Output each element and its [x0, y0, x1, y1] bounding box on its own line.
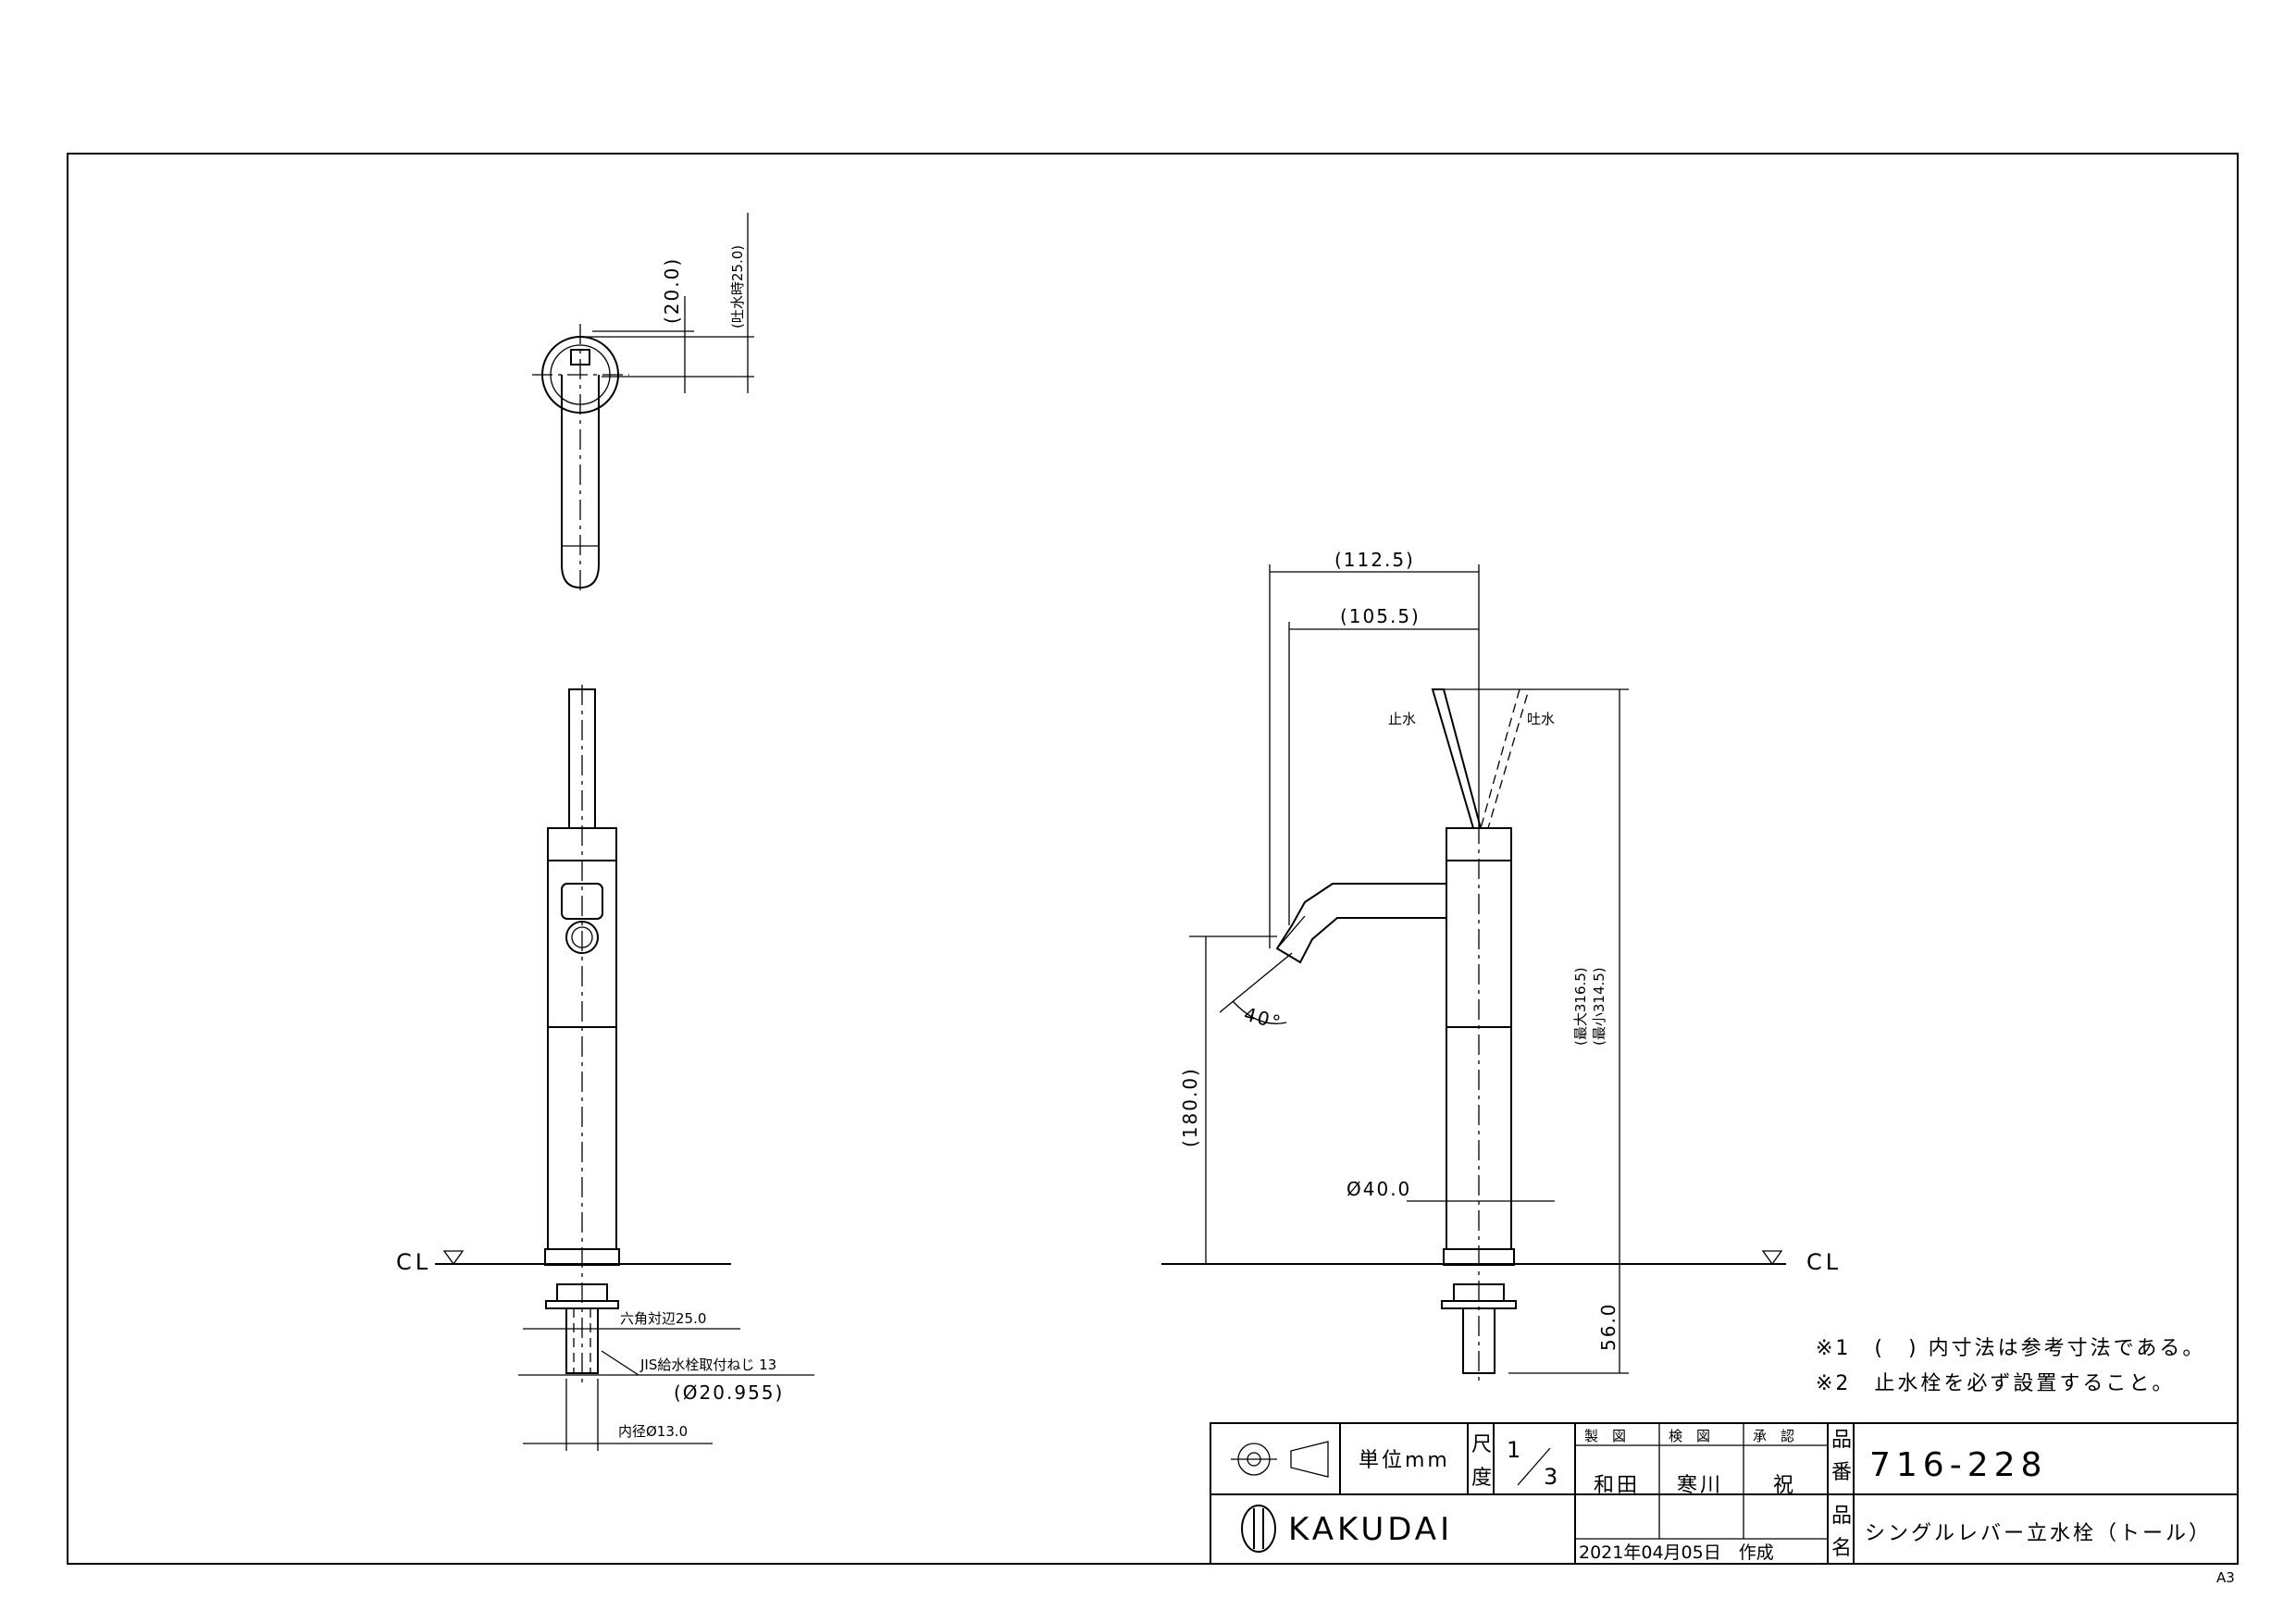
- side-cl-label: CL: [1806, 1249, 1842, 1275]
- side-view: CL (112.5) (105.5) 止水 吐水 40° (最大316.5) (…: [1161, 549, 1842, 1383]
- scale-denominator: 3: [1544, 1464, 1561, 1490]
- top-dim-25-label: (吐水時25.0): [729, 245, 746, 328]
- part-name: シングルレバー立水栓（トール）: [1865, 1522, 2212, 1545]
- front-hex-label: 六角対辺25.0: [620, 1310, 706, 1327]
- side-spout: [1275, 883, 1446, 964]
- front-view: CL 六角対辺25.0 JIS給水栓取付ねじ 13 (Ø20.955) 内径Ø1…: [396, 685, 814, 1451]
- front-spout-outlet: [561, 883, 603, 920]
- side-lever-open: [1480, 688, 1530, 829]
- projection-symbol-cone: [1290, 1441, 1329, 1478]
- checked-label: 検 図: [1669, 1428, 1710, 1444]
- side-stop-label: 止水: [1388, 711, 1416, 727]
- front-cl-marker: [442, 1250, 465, 1266]
- side-spout-tip: [1276, 915, 1306, 949]
- date-created: 2021年04月05日 作成: [1579, 1542, 1774, 1563]
- top-dim-20-label: (20.0): [661, 257, 683, 324]
- unit-label: 単位mm: [1359, 1449, 1450, 1472]
- side-angle-label: 40°: [1242, 1003, 1285, 1035]
- part-name-label-2: 名: [1831, 1537, 1855, 1560]
- side-spout-height-label: (180.0): [1179, 1067, 1201, 1147]
- approved-by: 祝: [1773, 1474, 1796, 1497]
- front-thread-label: JIS給水栓取付ねじ 13: [639, 1357, 776, 1373]
- note-2: ※2 止水栓を必ず設置すること。: [1816, 1372, 2175, 1395]
- front-thread-leader: [601, 1350, 639, 1376]
- sheet-size-label: A3: [2216, 1569, 2235, 1586]
- note-1: ※1 ( ) 内寸法は参考寸法である。: [1816, 1337, 2205, 1360]
- top-view: (20.0) (吐水時25.0): [532, 213, 754, 592]
- side-dim-105-label: (105.5): [1340, 605, 1421, 627]
- brand-logo: [1241, 1505, 1276, 1553]
- part-no-label-1: 品: [1831, 1429, 1855, 1452]
- side-height-max-label: (最大316.5): [1572, 967, 1589, 1046]
- scale-label-2: 度: [1471, 1467, 1495, 1490]
- brand-name: KAKUDAI: [1288, 1511, 1453, 1548]
- side-angle-arc: [1232, 1000, 1287, 1024]
- checked-by: 寒川: [1677, 1474, 1723, 1497]
- part-number: 716-228: [1869, 1446, 2047, 1484]
- side-below-label: 56.0: [1597, 1302, 1620, 1351]
- front-thread-dia-label: (Ø20.955): [674, 1381, 784, 1404]
- made-label: 製 図: [1584, 1428, 1626, 1444]
- scale-label-1: 尺: [1471, 1433, 1495, 1456]
- part-no-label-2: 番: [1831, 1461, 1855, 1484]
- front-inner-label: 内径Ø13.0: [618, 1423, 688, 1440]
- part-name-label-1: 品: [1831, 1505, 1855, 1528]
- scale-numerator: 1: [1507, 1437, 1524, 1463]
- scale-slash: [1517, 1447, 1551, 1486]
- side-lever-closed: [1431, 688, 1483, 829]
- title-block: 単位mm 尺 度 1 3 製 図 検 図 承 認 和田 寒川 祝 品 番 716…: [1210, 1422, 2239, 1565]
- side-dim-112-label: (112.5): [1334, 549, 1415, 571]
- side-spout-label: 吐水: [1527, 711, 1555, 727]
- made-by: 和田: [1594, 1474, 1640, 1497]
- front-cl-label: CL: [396, 1249, 431, 1275]
- brand-logo-mark: [1241, 1505, 1276, 1553]
- side-height-min-label: (最小314.5): [1591, 967, 1607, 1046]
- drawing-frame: [67, 153, 2239, 1565]
- side-cl-marker: [1761, 1250, 1783, 1266]
- side-angle-line: [1219, 952, 1293, 1013]
- side-dia-label: Ø40.0: [1347, 1178, 1411, 1200]
- approved-label: 承 認: [1753, 1428, 1794, 1444]
